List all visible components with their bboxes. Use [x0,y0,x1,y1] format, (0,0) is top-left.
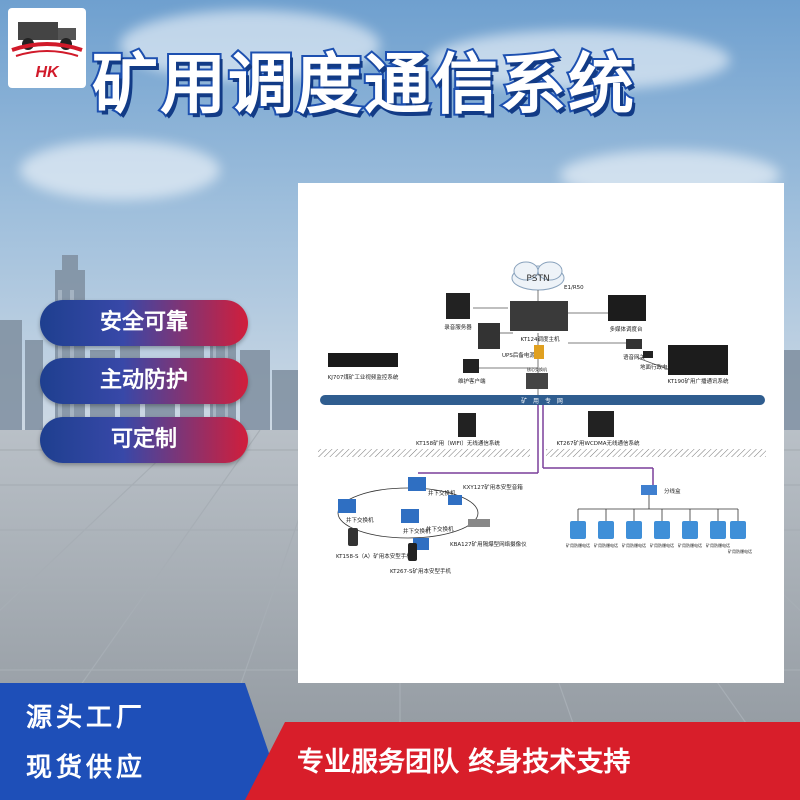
speaker-icon [448,495,462,505]
switch-c-icon [401,509,419,523]
ground-surface-line [318,449,766,457]
switch-a-icon [408,477,426,491]
handset-b-icon [408,543,417,561]
phone-label-2: 矿用防爆电话 [594,542,618,548]
monitor-system-label: KJ707煤矿工业视频监控系统 [328,373,399,381]
factory-direct-text: 源头工厂 [26,703,147,733]
phone-label-3: 矿用防爆电话 [622,542,646,548]
ups-label: UPS后备电源 [502,351,535,359]
pstn-label: PSTN [526,274,549,284]
e1-link-label: E1/R50 [564,285,584,291]
switch-b-label: 井下交换机 [346,516,374,524]
feature-badge-safe: 安全可靠 [40,300,248,346]
voice-gateway-icon [626,339,642,349]
dispatch-host-label: KT124调度主机 [520,335,560,343]
phone-label-6: 矿用防爆电话 [706,542,730,548]
wifi-system-label: KT158矿用（WIFI）无线通信系统 [416,439,500,447]
admin-phone-label: 地面行政电话 [640,363,674,371]
wifi-base-station-icon [458,413,476,437]
feature-badge-custom: 可定制 [40,417,248,463]
underground-trunk-line [418,405,654,485]
broadcast-system-icon [668,345,728,375]
bottom-left-banner: 源头工厂 现货供应 [0,683,245,800]
maintenance-pc-icon [463,359,479,373]
camera-label: KBA127矿用隔爆型网络摄像仪 [450,540,527,548]
page-title: 矿用调度通信系统 [90,44,636,125]
recorder-server-icon [446,293,470,319]
brand-logo: HK [8,8,86,88]
switch-d-label: 井下交换机 [426,525,454,533]
system-diagram: PSTN E1/R50 录音服务器 KT124调度主机 多媒体调度台 UPS后备… [298,183,784,683]
switch-b-icon [338,499,356,513]
wcdma-base-station-icon [588,411,614,437]
monitor-system-icon [328,353,398,367]
handset-a-icon [348,528,358,546]
battery-icon [534,345,544,359]
core-switch-label: 核心交换机 [527,366,547,372]
explosion-proof-phone-icons [570,521,746,539]
service-support-text: 专业服务团队 终身技术支持 [297,747,631,778]
phone-label-5: 矿用防爆电话 [678,542,702,548]
bottom-right-banner: 专业服务团队 终身技术支持 [285,722,800,800]
handset-a-label: KT158-S（A）矿用本安型手机 [336,552,412,560]
core-switch-icon [526,373,548,389]
splitter-label: 分线盒 [664,487,681,495]
broadcast-label: KT190矿用广播通讯系统 [667,377,729,385]
desk-phone-icon [643,351,653,358]
handset-b-label: KT267-S矿用本安型手机 [390,567,452,575]
dispatch-host-icon [510,301,568,331]
splitter-icon [641,485,657,495]
speaker-label: KXY127矿用本安型音箱 [463,483,523,491]
maintenance-label: 维护客户端 [458,377,486,385]
camera-icon [468,519,490,527]
console-label: 多媒体调度台 [609,325,643,333]
wcdma-system-label: KT267矿用WCDMA无线通信系统 [556,439,640,447]
truck-icon [11,22,83,57]
switch-c-label: 井下交换机 [403,527,431,535]
recorder-label: 录音服务器 [444,323,472,331]
switch-a-label: 井下交换机 [428,489,456,497]
voice-gateway-label: 语音网关 [623,353,646,361]
console-monitor-icon [608,295,646,321]
in-stock-text: 现货供应 [26,753,147,783]
phone-label-4: 矿用防爆电话 [650,542,674,548]
ups-icon [478,323,500,349]
red-banner-edge [245,722,285,800]
feature-badge-protection: 主动防护 [40,358,248,404]
phone-label-1: 矿用防爆电话 [566,542,590,548]
mining-network-bus [320,395,765,405]
phone-label-7: 矿用防爆电话 [728,548,752,554]
pstn-cloud-icon [511,261,565,291]
logo-text: HK [35,64,59,81]
network-label: 矿 用 专 网 [521,397,565,405]
